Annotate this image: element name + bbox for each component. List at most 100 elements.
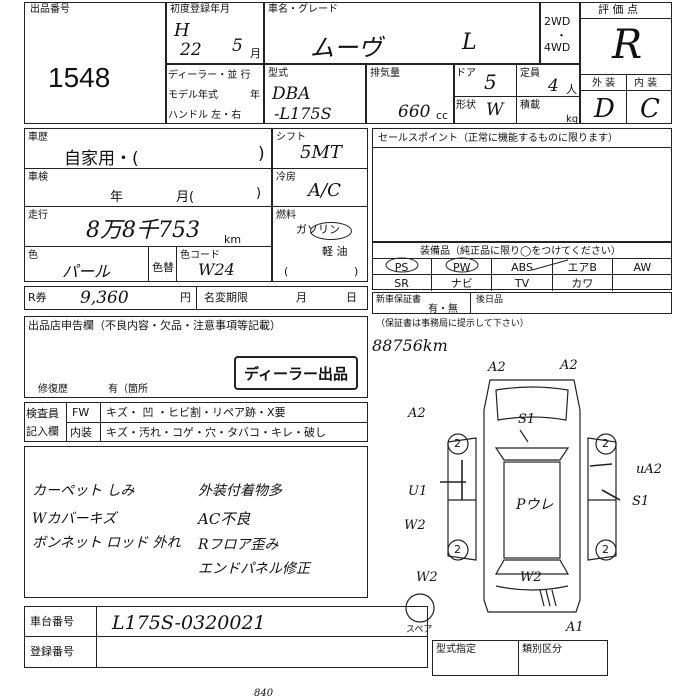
inspection-month: 月(: [176, 190, 195, 205]
drive-4wd: 4WD: [544, 41, 571, 54]
warranty-value: 有・無: [428, 304, 458, 315]
code-a2-top-right: A2: [560, 358, 578, 373]
model-year-unit: 年: [250, 90, 260, 101]
type-spec-split: [518, 640, 519, 676]
tire-rr: [595, 539, 617, 561]
score-split: [626, 74, 627, 124]
ac-value: A/C: [308, 180, 341, 201]
sales-point-box: [372, 128, 672, 242]
handle-label: ハンドル 左・右: [168, 110, 242, 121]
tax-month: 月: [296, 291, 307, 304]
registration-label: 登録番号: [30, 645, 74, 658]
score-label: 評 価 点: [598, 3, 638, 16]
equip-navi: ナビ: [432, 275, 493, 291]
warranty-label: 新車保証書: [376, 295, 422, 305]
color-code-label: 色コード: [180, 250, 220, 261]
note-left-3: ボンネット ロッド 外れ: [32, 535, 181, 551]
insp-row1: キズ・ 凹 ・ヒビ割・リペア跡・X要: [106, 406, 286, 419]
drive-dot: ・: [556, 29, 567, 42]
inspector-label-2: 記入欄: [26, 425, 59, 438]
mileage-unit: km: [224, 233, 242, 246]
score-value: R: [612, 22, 643, 68]
displacement-label: 排気量: [370, 68, 400, 79]
mark-uA2: [589, 463, 613, 467]
drive-2wd: 2WD: [544, 15, 571, 28]
code-center: Pウレ: [516, 497, 554, 513]
dealer-label: ディーラー・並 行: [168, 70, 251, 81]
code-a1-bottom: A1: [566, 620, 584, 635]
rear-window: [494, 559, 570, 575]
interior-label: 内 装: [634, 78, 658, 89]
tire-rr-value: 2: [602, 543, 609, 556]
first-reg-label: 初度登録年月: [170, 4, 230, 15]
shift-value: 5MT: [300, 142, 342, 163]
code-u1-left: U1: [408, 484, 428, 499]
note-left-1: カーペット しみ: [32, 483, 135, 499]
pw-circle: [445, 257, 479, 273]
roof: [503, 461, 561, 559]
ps-circle: [385, 257, 419, 273]
equip-aw: AW: [633, 260, 652, 274]
chassis-box: [24, 606, 428, 668]
windshield: [494, 447, 570, 461]
mark-rear-1: [539, 589, 545, 607]
code-w2-rear-left: W2: [416, 570, 438, 585]
tire-fl: [447, 433, 469, 455]
exterior-label: 外 装: [592, 78, 616, 89]
tire-fl-value: 2: [454, 437, 461, 450]
type-label: 型式: [268, 68, 288, 79]
model-year-label: モデル年式: [168, 90, 218, 101]
inspection-close: ): [256, 186, 262, 201]
door-label: ドア: [456, 68, 476, 79]
code-a2-left: A2: [408, 406, 426, 421]
repair-label: 修復歴: [38, 384, 68, 395]
footer-number: 840: [254, 688, 274, 699]
equip-ps: PS: [372, 259, 433, 275]
type-box: [264, 64, 366, 124]
fuel-paren-open: (: [284, 265, 289, 278]
equip-airbag: エアB: [553, 259, 613, 275]
equip-sr: SR: [372, 275, 433, 291]
equip-pw: PW: [432, 259, 493, 275]
type-line2: -L175S: [274, 104, 332, 123]
color-code-value: W24: [198, 260, 235, 279]
mech-div-1: [272, 168, 368, 169]
declaration-label: 出品店申告欄（不良内容・欠品・注意事項等記載）: [28, 319, 281, 332]
name-box: [264, 2, 540, 64]
color-value: パール: [62, 262, 111, 281]
chassis-hsplit: [24, 636, 428, 637]
insp-hsplit: [66, 422, 368, 423]
mark-front: [519, 429, 529, 443]
mileage-value: 8万8千753: [86, 218, 200, 243]
equip-leather: カワ: [553, 275, 613, 291]
shape-label: 形状: [456, 100, 476, 111]
warranty-note: （保証書は事務局に提示して下さい）: [376, 319, 529, 329]
note-right-3: Rフロア歪み: [198, 537, 279, 553]
door-hsplit: [454, 96, 580, 97]
spare-label: スペア: [406, 625, 433, 635]
door-box: [454, 64, 580, 124]
sales-divider: [372, 147, 672, 148]
history-label: 車歴: [28, 132, 48, 143]
color-change-label: 色替: [152, 261, 174, 274]
equipment-marks: [385, 257, 569, 273]
insp-row2: キズ・汚れ・コゲ・穴・タバコ・キレ・破し: [106, 426, 326, 439]
displacement-value: 660: [398, 102, 431, 122]
mark-rear-3: [551, 589, 557, 607]
displacement-box: [366, 64, 454, 124]
tire-rl: [447, 539, 469, 561]
name-label: 車名・グレード: [268, 4, 338, 15]
type-line1: DBA: [272, 84, 311, 104]
type-spec-label-2: 類別区分: [522, 644, 562, 655]
recycle-label: R券: [28, 291, 47, 304]
equipment-row-2: SR ナビ TV カワ: [372, 274, 672, 291]
inspection-year: 年: [110, 190, 124, 205]
declaration-box: [24, 316, 368, 398]
inspection-label: 車検: [28, 172, 48, 183]
door-split: [516, 64, 517, 124]
displacement-unit: cc: [436, 109, 449, 122]
equipment-box: [372, 242, 672, 290]
inspector-label-1: 検査員: [26, 407, 59, 420]
chassis-value: L175S-0320021: [112, 612, 266, 634]
code-ua2-right: uA2: [636, 462, 663, 477]
